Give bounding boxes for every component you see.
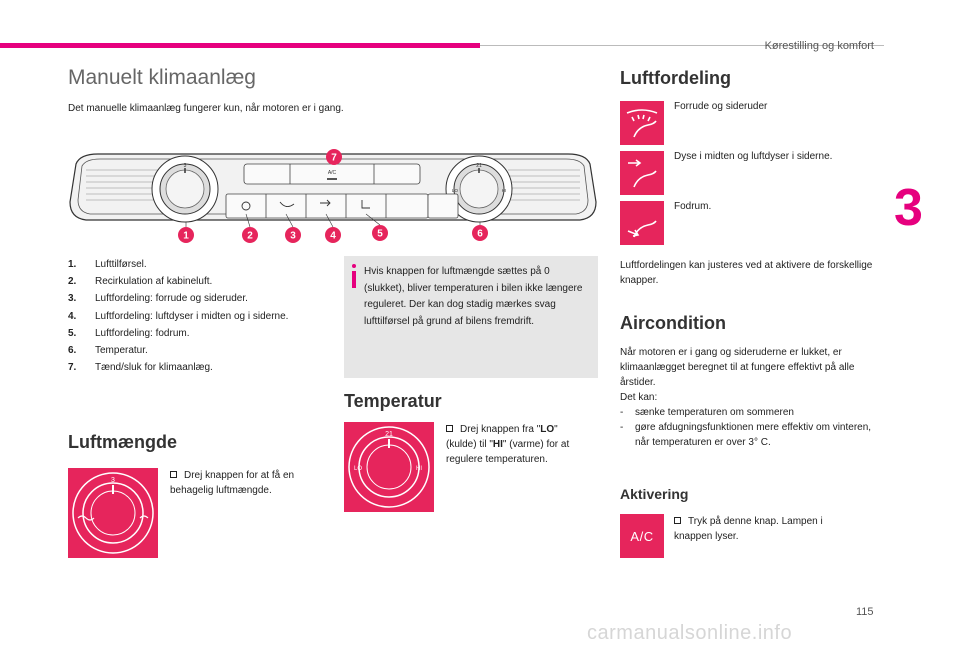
list-item: sænke temperaturen om sommeren	[620, 405, 882, 420]
legend-item: 4.Luftfordeling: luftdyser i midten og i…	[68, 310, 289, 322]
watermark: carmanualsonline.info	[587, 622, 793, 644]
temperature-dial-image: 21 LO HI	[344, 422, 434, 512]
page-title: Manuelt klimaanlæg	[68, 66, 256, 89]
callout-2: 2	[242, 227, 258, 243]
section-title: Kørestilling og komfort	[764, 40, 874, 52]
callout-7: 7	[326, 149, 342, 165]
info-note: Hvis knappen for luftmængde sættes på 0 …	[344, 256, 598, 378]
callout-3: 3	[285, 227, 301, 243]
luftfordeling-note: Luftfordelingen kan justeres ved at akti…	[620, 260, 873, 286]
luftmaengde-instruction: Drej knappen for at få en behagelig luft…	[170, 470, 295, 496]
aircondition-det-kan: Det kan:	[620, 392, 658, 403]
info-icon	[352, 264, 356, 290]
legend-item: 3.Luftfordeling: forrude og sideruder.	[68, 293, 248, 305]
intro-text: Det manuelle klimaanlæg fungerer kun, nå…	[68, 103, 344, 114]
panel-hi-label: HI	[502, 188, 507, 193]
footwell-icon	[620, 201, 664, 245]
header-rule	[480, 45, 884, 46]
aktivering-title: Aktivering	[620, 486, 689, 502]
windscreen-icon	[620, 101, 664, 145]
svg-text:5: 5	[377, 229, 383, 240]
luftmaengde-title: Luftmængde	[68, 432, 177, 452]
temperatur-title: Temperatur	[344, 391, 442, 411]
info-note-text: Hvis knappen for luftmængde sættes på 0 …	[364, 266, 583, 327]
temperature-dial-number: 21	[385, 431, 393, 438]
luftfordeling-title: Luftfordeling	[620, 68, 731, 88]
temperature-dial-hi: HI	[416, 466, 422, 472]
climate-panel-illustration: 3 21 LO HI A/C 7 1 2 3 4 5	[68, 142, 598, 248]
svg-text:6: 6	[477, 229, 483, 240]
callout-6: 6	[472, 225, 488, 241]
footwell-label: Fodrum.	[674, 201, 712, 212]
callout-1: 1	[178, 227, 194, 243]
accent-bar	[0, 43, 480, 48]
temperature-dial-lo: LO	[354, 466, 362, 472]
panel-right-dial-number: 21	[476, 163, 482, 169]
svg-text:7: 7	[331, 153, 337, 164]
panel-left-dial-number: 3	[184, 163, 187, 169]
aircondition-title: Aircondition	[620, 313, 726, 333]
callout-4: 4	[325, 227, 341, 243]
ac-button-label: A/C	[630, 528, 654, 544]
aircondition-description: Når motoren er i gang og sideruderne er …	[620, 347, 855, 388]
panel-lo-label: LO	[452, 188, 459, 193]
ac-button-icon: A/C	[620, 514, 664, 558]
legend-item: 2.Recirkulation af kabineluft.	[68, 276, 213, 288]
page-number: 115	[856, 606, 874, 618]
panel-ac-label: A/C	[328, 170, 337, 176]
air-flow-dial-image: 3	[68, 468, 158, 558]
step-checkbox-icon	[170, 471, 177, 478]
list-item: gøre afdugningsfunktionen mere effektiv …	[620, 420, 882, 450]
chapter-number: 3	[894, 179, 923, 237]
face-vent-icon	[620, 151, 664, 195]
aircondition-text: Når motoren er i gang og sideruderne er …	[620, 345, 882, 450]
legend-item: 1.Lufttilførsel.	[68, 259, 147, 270]
legend-item: 7.Tænd/sluk for klimaanlæg.	[68, 362, 213, 374]
air-flow-dial-number: 3	[111, 477, 115, 484]
temperatur-instruction: Drej knappen fra "LO" (kulde) til "HI" (…	[446, 424, 570, 465]
windscreen-label: Forrude og sideruder	[674, 101, 768, 112]
legend-item: 6.Temperatur.	[68, 345, 148, 357]
legend-item: 5.Luftfordeling: fodrum.	[68, 327, 190, 339]
aktivering-instruction: Tryk på denne knap. Lampen i knappen lys…	[674, 516, 823, 542]
step-checkbox-icon	[674, 517, 681, 524]
callout-5: 5	[372, 225, 388, 241]
svg-text:2: 2	[247, 231, 253, 242]
step-checkbox-icon	[446, 425, 453, 432]
aircondition-uses: sænke temperaturen om sommeren gøre afdu…	[620, 405, 882, 450]
svg-text:3: 3	[290, 231, 296, 242]
svg-text:4: 4	[330, 231, 336, 242]
legend-list: 1.Lufttilførsel. 2.Recirkulation af kabi…	[68, 256, 338, 376]
face-vent-label: Dyse i midten og luftdyser i siderne.	[674, 151, 833, 162]
svg-text:1: 1	[183, 231, 189, 242]
